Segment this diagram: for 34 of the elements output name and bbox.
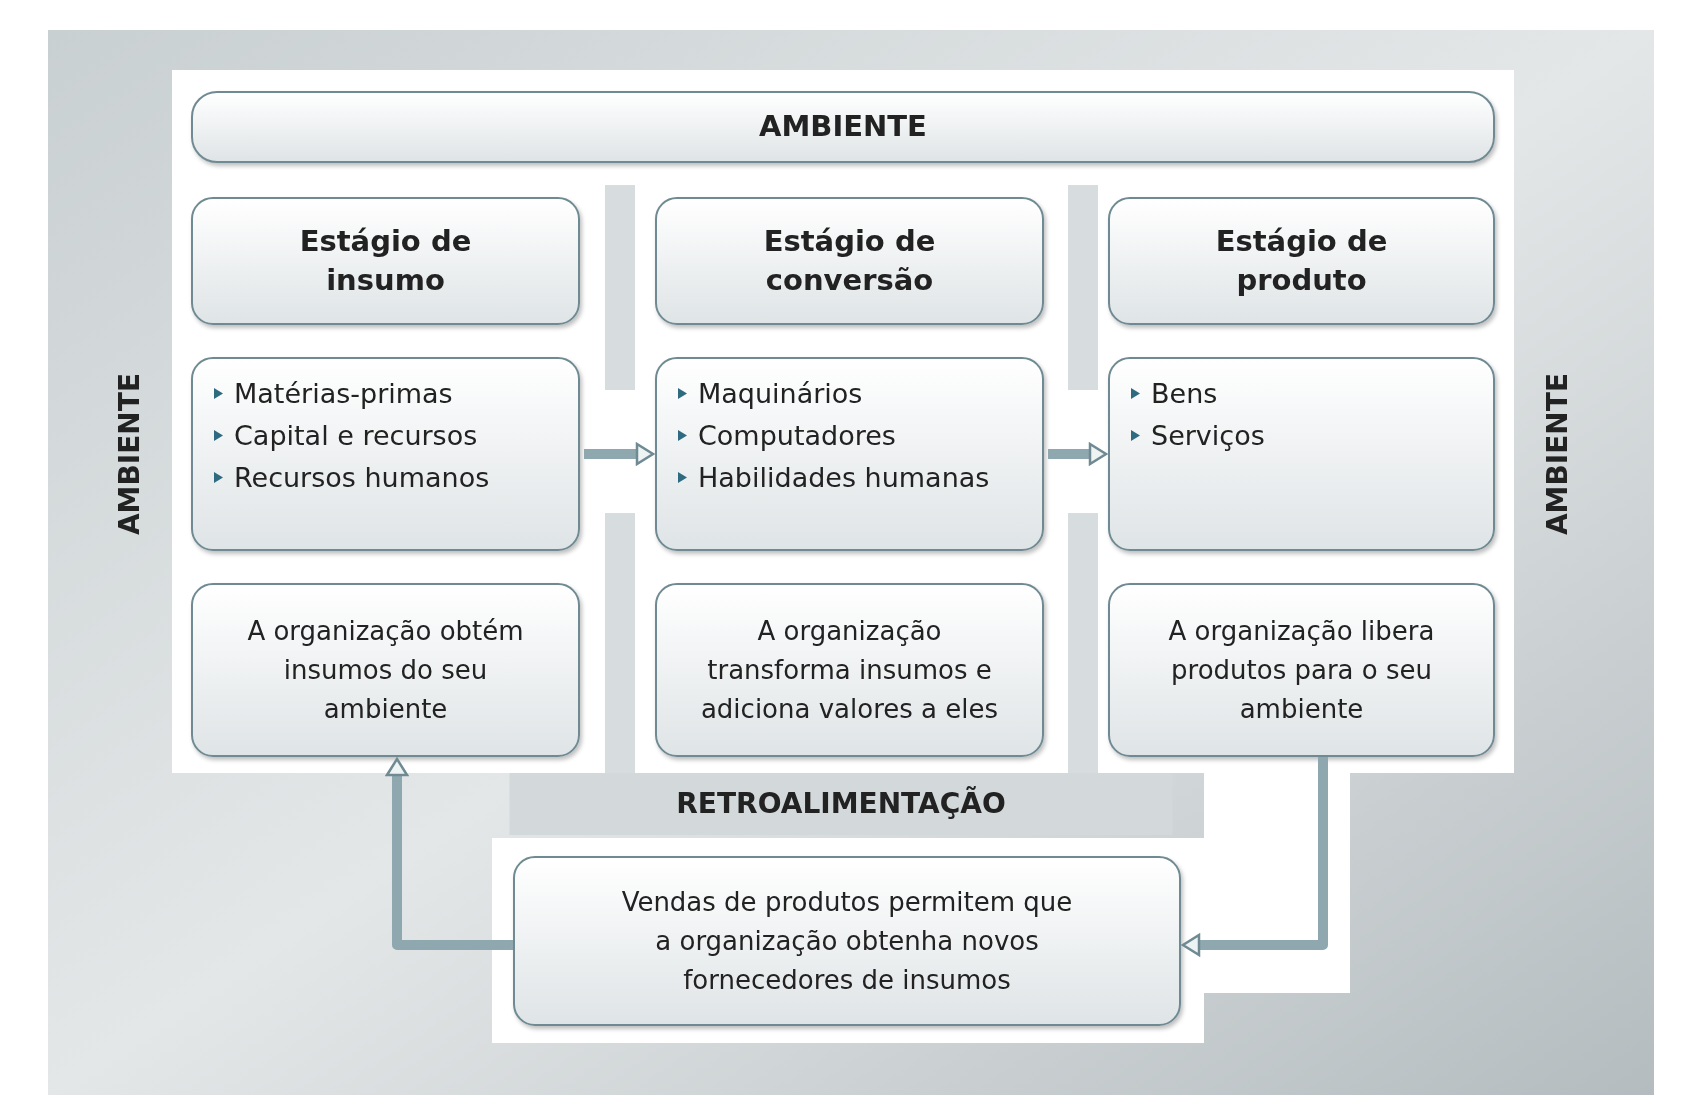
stage-header-box [655,197,1044,325]
description-box [1108,583,1495,757]
list-box [191,357,580,551]
arrow [584,442,655,466]
list-item: Recursos humanos [234,460,490,495]
list-box [655,357,1044,551]
stage-title: Estágio de conversão [763,223,936,297]
description-text: Vendas de produtos permitem que a organização obtenha novos fornecedores de insumos [621,886,1073,995]
list-item: Capital e recursos [234,418,478,453]
list-item: Bens [1151,377,1218,411]
section-label: RETROALIMENTAÇÃO [509,773,1173,835]
description-box [191,583,580,757]
stage-title: Estágio de produto [1215,223,1388,297]
list-item: Matérias-primas [234,377,453,411]
banner-box [191,91,1495,163]
stage-title: Estágio de insumo [299,223,472,297]
side-label: AMBIENTE [112,372,146,536]
banner-title: AMBIENTE [759,109,927,144]
list-item: Serviços [1151,418,1265,453]
description-text: A organização transforma insumos e adiciona valores a eles [700,615,999,724]
stage-header-box [191,197,580,325]
list-item: Habilidades humanas [698,460,990,495]
list-item: Maquinários [698,377,863,411]
arrow [1181,757,1328,957]
side-label: AMBIENTE [1540,372,1574,536]
description-box [513,856,1181,1026]
stage-header-box [1108,197,1495,325]
arrow [1048,442,1108,466]
description-text: A organização obtém insumos do seu ambiente [247,615,524,724]
list-item: Computadores [698,418,896,453]
list-box [1108,357,1495,551]
arrow [385,757,513,950]
description-box [655,583,1044,757]
description-text: A organização libera produtos para o seu ambiente [1168,615,1435,724]
